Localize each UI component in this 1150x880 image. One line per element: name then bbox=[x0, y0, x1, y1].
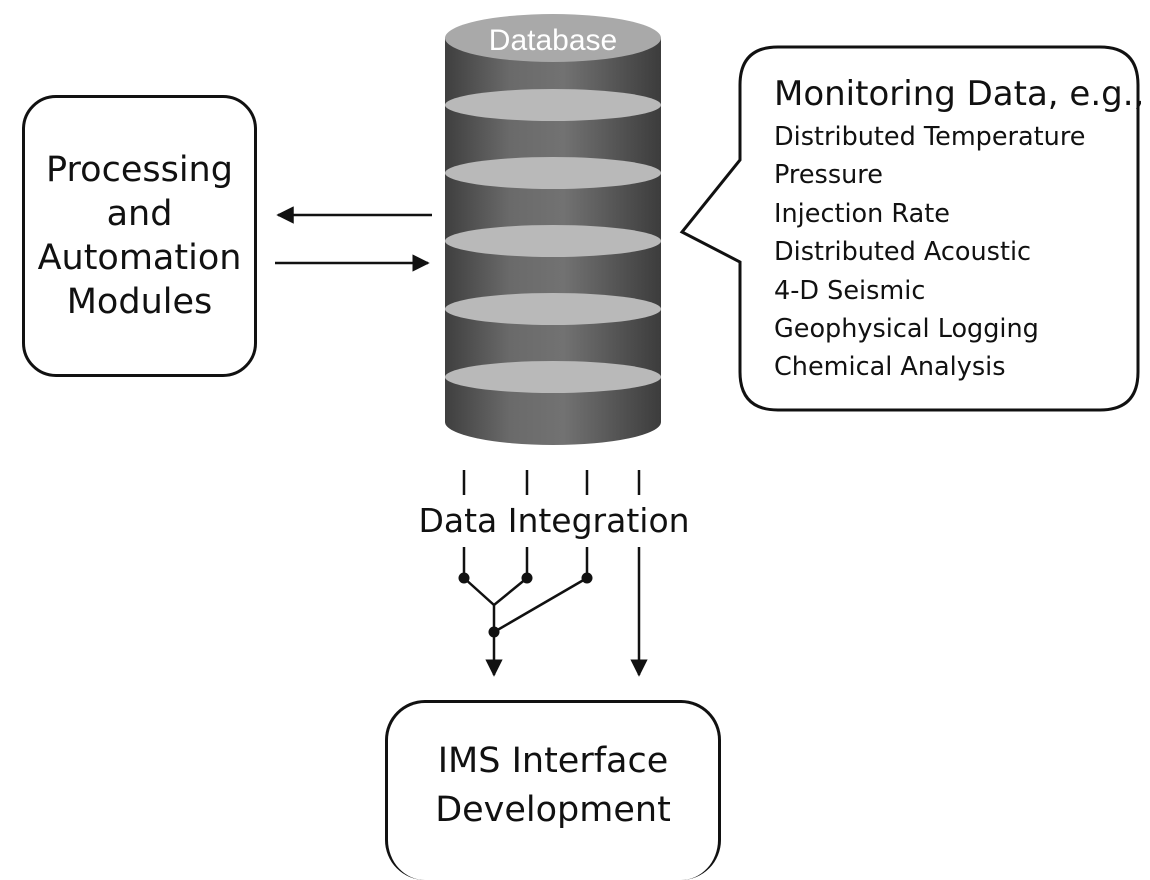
junction-dot bbox=[458, 572, 470, 584]
processing-modules-box: Processing and Automation Modules bbox=[22, 95, 257, 377]
database-band bbox=[445, 361, 661, 393]
ims-interface-box: IMS Interface Development bbox=[385, 700, 721, 880]
monitoring-callout-outline bbox=[679, 45, 1140, 412]
merge-branch bbox=[493, 576, 588, 634]
ims-label-line: IMS Interface bbox=[437, 741, 669, 781]
monitoring-item: Distributed Temperature bbox=[774, 122, 1086, 152]
processing-label-line: and bbox=[106, 194, 173, 234]
processing-label-line: Automation bbox=[37, 238, 242, 278]
database-band bbox=[445, 157, 661, 189]
processing-label-line: Modules bbox=[66, 282, 213, 322]
database-cylinder: Database bbox=[445, 14, 661, 445]
monitoring-item: Distributed Acoustic bbox=[774, 237, 1032, 268]
database-label: Database bbox=[489, 24, 617, 57]
junction-dot bbox=[581, 572, 593, 584]
data-integration-label: Data Integration bbox=[418, 495, 690, 547]
monitoring-item: 4-D Seismic bbox=[774, 275, 926, 306]
database-band bbox=[445, 225, 661, 257]
monitoring-item: Injection Rate bbox=[774, 198, 950, 229]
database-band bbox=[445, 89, 661, 121]
merge-branch bbox=[463, 577, 528, 607]
junction-dot bbox=[521, 572, 533, 584]
ims-data-flow-diagram: Database Processing and Automation Modul… bbox=[22, 14, 1144, 880]
monitoring-data-list: Monitoring Data, e.g., Distributed Tempe… bbox=[774, 70, 1144, 387]
monitoring-heading: Monitoring Data, e.g., bbox=[774, 74, 1145, 114]
monitoring-item: Chemical Analysis bbox=[774, 352, 1006, 383]
database-top-cap bbox=[445, 14, 661, 62]
database-band bbox=[445, 293, 661, 325]
monitoring-item: Pressure bbox=[774, 160, 883, 191]
ims-label-line: Development bbox=[435, 790, 671, 830]
junction-dot bbox=[488, 626, 500, 638]
monitoring-item: Geophysical Logging bbox=[774, 314, 1039, 345]
processing-label-line: Processing bbox=[46, 150, 233, 190]
connectors-layer: Database bbox=[275, 14, 1140, 677]
